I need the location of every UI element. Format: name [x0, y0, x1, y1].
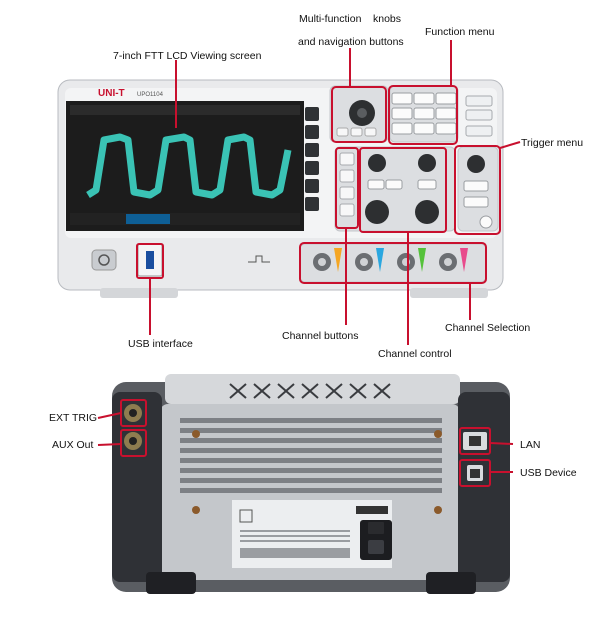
label-channel-control: Channel control — [378, 348, 452, 360]
rear-panel — [112, 374, 510, 594]
channel-control-knobs[interactable] — [365, 154, 439, 224]
label-aux-out: AUX Out — [52, 439, 94, 451]
trigger-level-knob[interactable] — [467, 155, 485, 173]
label-trigger-menu: Trigger menu — [521, 137, 584, 149]
label-channel-buttons: Channel buttons — [282, 330, 359, 342]
brand-logo: UNI-T — [98, 88, 125, 99]
channel-buttons[interactable] — [339, 152, 355, 217]
label-usb-device: USB Device — [520, 467, 577, 479]
label-usb-interface: USB interface — [128, 338, 193, 350]
usb-port-icon[interactable] — [146, 251, 154, 269]
label-lan: LAN — [520, 439, 541, 451]
lan-port-icon[interactable] — [469, 436, 481, 446]
label-multifunction: Multi-function — [299, 13, 362, 25]
svg-text:UPO1104: UPO1104 — [137, 92, 164, 98]
waveform-trace — [86, 133, 292, 199]
front-panel: UNI-T UPO1104 — [57, 79, 504, 298]
label-lcd-screen: 7-inch FTT LCD Viewing screen — [113, 50, 262, 62]
rear-callouts — [97, 399, 514, 487]
label-navigation-buttons: and navigation buttons — [298, 36, 404, 48]
lcd-screen — [66, 101, 304, 231]
label-channel-selection: Channel Selection — [445, 322, 531, 334]
trigger-buttons[interactable] — [463, 180, 493, 229]
label-function-menu: Function menu — [425, 26, 495, 38]
rear-bnc-connectors[interactable] — [124, 404, 142, 450]
channel-inputs[interactable] — [313, 253, 457, 271]
power-icon[interactable] — [98, 254, 110, 266]
function-menu-buttons[interactable] — [391, 92, 457, 135]
label-ext-trig: EXT TRIG — [49, 412, 98, 424]
usb-device-port-icon[interactable] — [470, 469, 480, 478]
label-knobs: knobs — [373, 13, 402, 25]
front-callouts — [136, 40, 521, 345]
